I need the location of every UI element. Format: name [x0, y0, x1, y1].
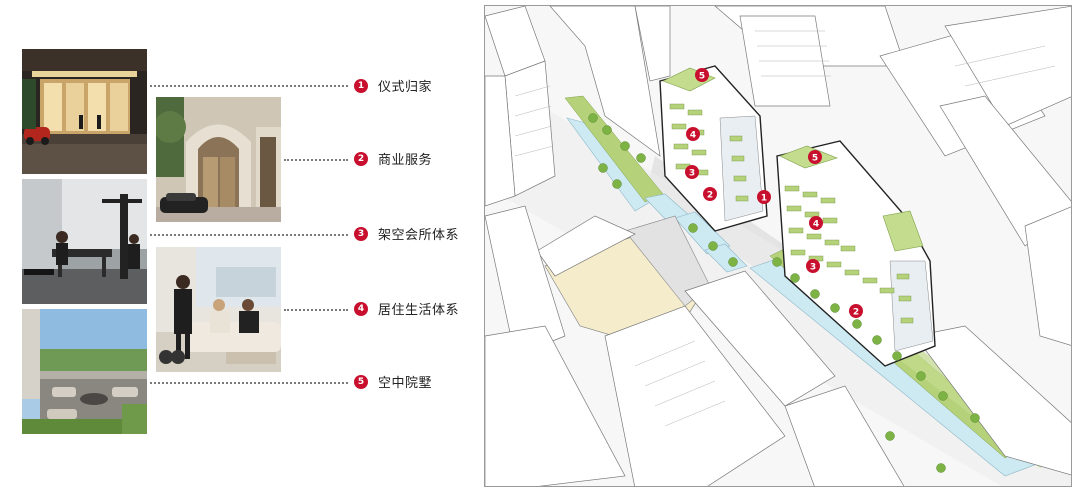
marker-a-3: 3 — [689, 169, 695, 179]
photo-lounge-residents — [156, 247, 281, 372]
featured-building-a — [659, 65, 768, 232]
legend-badge-5: 5 — [354, 375, 368, 389]
legend-badge-1: 1 — [354, 79, 368, 93]
legend-label-3: 架空会所体系 — [378, 228, 460, 243]
marker-a-2: 2 — [707, 191, 713, 201]
axonometric-site-diagram: 5 4 3 2 5 1 4 3 2 — [484, 5, 1072, 487]
legend-label-4: 居住生活体系 — [378, 303, 460, 318]
marker-a-4: 4 — [690, 131, 696, 141]
leader-line-2 — [284, 159, 348, 161]
legend-label-2: 商业服务 — [378, 153, 433, 168]
marker-b-3: 3 — [810, 263, 816, 273]
leader-line-1 — [150, 85, 348, 87]
legend-badge-2: 2 — [354, 152, 368, 166]
marker-b-2: 2 — [853, 308, 859, 318]
photo-gym — [22, 179, 147, 304]
photo-arched-entrance — [156, 97, 281, 222]
markers: 5 4 3 2 5 1 4 3 2 — [685, 68, 863, 318]
legend-label-1: 仪式归家 — [378, 80, 433, 95]
marker-a-5: 5 — [699, 72, 705, 82]
legend-badge-4: 4 — [354, 302, 368, 316]
trees — [588, 113, 980, 473]
leader-line-3 — [150, 234, 348, 236]
marker-b-4: 4 — [813, 220, 819, 230]
marker-b-1: 1 — [761, 194, 767, 204]
legend-label-5: 空中院墅 — [378, 376, 433, 391]
leader-line-4 — [284, 309, 348, 311]
site-diagram-svg: 5 4 3 2 5 1 4 3 2 — [485, 6, 1071, 486]
photo-sky-terrace — [22, 309, 147, 434]
marker-b-5: 5 — [812, 154, 818, 164]
photo-lobby-entrance — [22, 49, 147, 174]
leader-line-5 — [150, 382, 348, 384]
featured-building-b — [776, 140, 936, 367]
legend-badge-3: 3 — [354, 227, 368, 241]
